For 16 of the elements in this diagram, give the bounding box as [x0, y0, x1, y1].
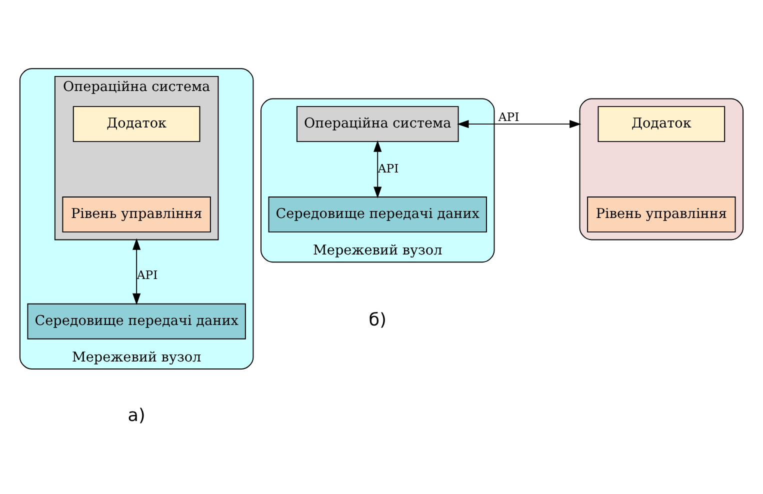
- node-box: Рівень управління: [62, 196, 211, 232]
- node-box: Додаток: [598, 106, 726, 142]
- arrow: [457, 119, 582, 128]
- node-box: Середовище передачі даних: [268, 196, 487, 232]
- node-box: Рівень управління: [587, 196, 736, 232]
- edge-label: API: [498, 109, 520, 124]
- node-box: Середовище передачі даних: [27, 302, 246, 339]
- cluster: [579, 98, 744, 240]
- edge-label: API: [378, 160, 399, 175]
- label: а): [128, 405, 146, 426]
- edge-label: API: [136, 268, 158, 282]
- node-box: Операційна система: [296, 106, 459, 142]
- label: б): [368, 310, 386, 330]
- node-box: Додаток: [72, 106, 200, 142]
- arrow: [374, 140, 382, 198]
- arrow: [132, 238, 141, 305]
